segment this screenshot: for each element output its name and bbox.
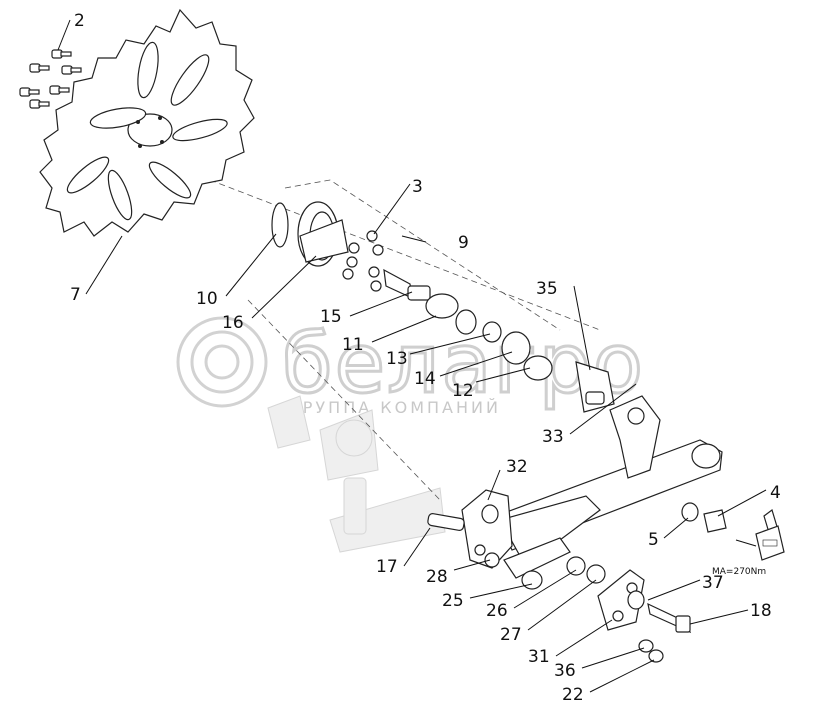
callout-9: 9: [458, 233, 469, 253]
callout-35: 35: [536, 279, 558, 299]
callout-4: 4: [770, 483, 781, 503]
leader-lines: [57, 19, 767, 693]
callout-27: 27: [500, 625, 522, 645]
callout-2: 2: [74, 11, 85, 31]
callout-11: 11: [342, 335, 364, 355]
watermark-logo-icon: [176, 316, 268, 408]
callout-16: 16: [222, 313, 244, 333]
watermark-subtitle: ГРУППА КОМПАНИЙ: [290, 398, 501, 417]
callout-15: 15: [320, 307, 342, 327]
callout-5: 5: [648, 530, 659, 550]
callout-14: 14: [414, 369, 436, 389]
swing-arm: [495, 395, 723, 557]
callout-26: 26: [486, 601, 508, 621]
hub-assembly: [271, 179, 561, 381]
torque-note: MA=270Nm: [712, 567, 766, 577]
callout-18: 18: [750, 601, 772, 621]
callout-10: 10: [196, 289, 218, 309]
guard-plate: [575, 361, 615, 413]
retaining-ring: [271, 202, 289, 248]
notched-disc: [39, 8, 255, 237]
callout-17: 17: [376, 557, 398, 577]
watermark: белагро ГРУППА КОМПАНИЙ: [176, 316, 644, 417]
callout-25: 25: [442, 591, 464, 611]
callout-37: 37: [702, 573, 724, 593]
callout-12: 12: [452, 381, 474, 401]
callout-3: 3: [412, 177, 423, 197]
callout-22: 22: [562, 685, 584, 705]
callout-labels: 2 3 9 7 10 16 15 35 11 13 14 12 33 32 4 …: [70, 11, 781, 705]
threadlocker-tube-icon: [755, 509, 785, 561]
callout-32: 32: [506, 457, 528, 477]
callout-7: 7: [70, 285, 81, 305]
bracket: [461, 489, 513, 569]
bolt-set: [19, 49, 82, 109]
background-assembly: [209, 179, 601, 553]
callout-28: 28: [426, 567, 448, 587]
callout-31: 31: [528, 647, 550, 667]
callout-13: 13: [386, 349, 408, 369]
lower-linkage: [427, 502, 727, 663]
callout-36: 36: [554, 661, 576, 681]
callout-33: 33: [542, 427, 564, 447]
